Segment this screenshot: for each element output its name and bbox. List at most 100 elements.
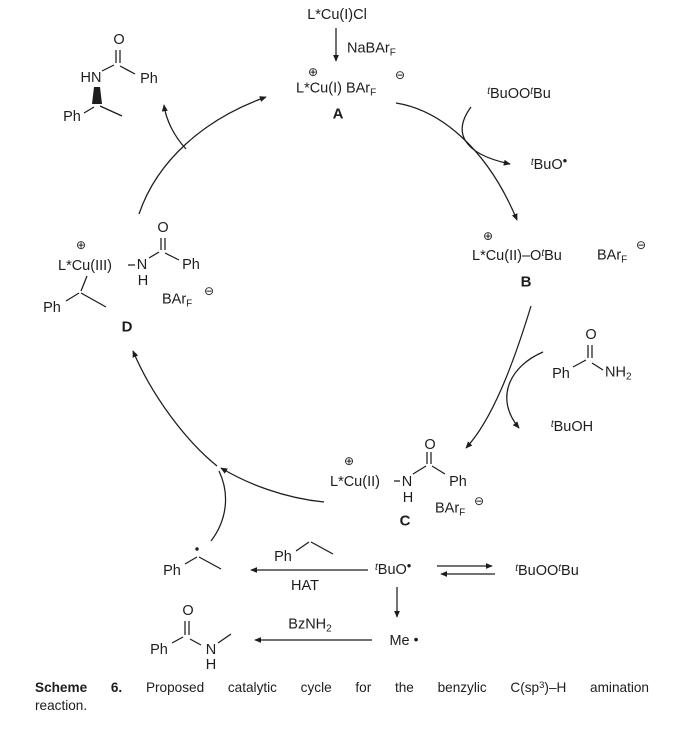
plus-charge-icon: ⊕ [75,238,87,252]
product-acyl-phenyl: Ph [140,70,158,87]
plus-charge-icon: ⊕ [482,229,494,243]
species-c-nh-hydrogen: H [402,489,414,506]
arrow-d-to-a [138,96,267,215]
ethylbenzene-phenyl: Ph [274,548,292,565]
product-amide-nh: HN [80,69,102,86]
bond [572,359,587,368]
species-c-oxygen: O [424,436,436,453]
bond [65,292,80,302]
species-a-tag: A [332,105,344,123]
reaction-arrows [132,28,544,643]
minus-charge-icon: ⊖ [473,494,485,508]
anion-main: BAr [597,247,622,264]
sup-t: t [375,561,378,573]
peroxide-top-label: tBuOOtBu [487,85,551,102]
n-methylbenzamide-structure-bonds [171,621,232,646]
product-oxygen: O [113,31,125,48]
amine-main: NH [605,364,626,381]
benzamide-oxygen: O [585,326,597,343]
butoxyl-bottom-label: tBuO• [375,559,411,578]
bond [101,64,115,72]
amine-sub: 2 [625,371,632,383]
nmb-oxygen: O [182,602,194,619]
peroxide-main: BuOO [517,562,559,579]
peroxide-main2: Bu [561,562,579,579]
sup-t: t [530,156,534,168]
sup-t: t [515,562,518,574]
caption-text2: )–H amination [544,680,649,695]
curve-radical-merge [210,470,227,542]
bond [164,252,180,261]
peroxide-bottom-label: tBuOOtBu [515,562,579,579]
benzylic-radical-phenyl: Ph [163,562,181,579]
species-b-formula: L*Cu(II)–OtBu [472,247,562,264]
plus-charge-icon: ⊕ [307,65,319,79]
species-c-anion: BArF [435,500,466,519]
bond [198,556,222,570]
species-b-anion: BArF [597,247,628,266]
nmb-phenyl: Ph [150,641,168,658]
activator-label: NaBArF [347,41,396,59]
benzylic-radical-structure-bonds [184,547,222,570]
minus-charge-icon: ⊖ [203,284,215,298]
butanol-label: tBuOH [551,418,594,435]
anion-sub: F [621,254,628,266]
species-b-butyl: Bu [544,247,562,264]
bznh2-sub: 2 [326,623,332,635]
figure-caption: Scheme 6. Proposed catalytic cycle for t… [35,680,649,713]
butanol-main: BuOH [553,418,594,435]
species-a-sub: F [370,87,377,99]
butoxyl-top-label: tBuO• [531,154,567,173]
sup-t: t [487,85,490,97]
caption-line1: Scheme 6. Proposed catalytic cycle for t… [35,680,649,695]
sup-t: t [541,247,545,259]
minus-charge-icon: ⊖ [394,68,406,82]
bond [148,251,160,259]
species-c-formula: L*Cu(II) [330,473,380,490]
species-d-anion: BArF [162,292,193,310]
bond [171,636,184,644]
peroxide-main2: Bu [533,85,551,102]
species-d-acyl-phenyl: Ph [182,256,200,273]
anion-main: BAr [435,500,460,517]
stereo-wedge-bond [92,87,102,104]
precursor-formula: L*Cu(I)Cl [307,6,367,23]
species-a-main: L*Cu(I) BAr [296,80,371,97]
anion-sub: F [186,298,193,310]
bond [591,362,604,371]
bond [99,105,123,117]
species-c-nitrogen: N [401,473,413,490]
species-a-formula: L*Cu(I) BArF [296,80,377,99]
plus-charge-icon: ⊕ [343,454,355,468]
hat-label: HAT [291,577,319,594]
species-c-phenyl: Ph [449,473,467,490]
species-d-alkyl-phenyl: Ph [43,299,61,316]
benzamide-structure-bonds [572,345,604,371]
butoxyl-main: BuO [533,156,563,173]
species-b-main: L*Cu(II) [472,247,522,264]
ethylbenzene-structure-bonds [295,541,334,555]
cu-o-bond-text: –O [521,247,542,264]
methyl-main: Me [389,632,410,649]
caption-sup: 3 [539,680,545,691]
caption-line2: reaction. [35,698,88,713]
species-d-structure-bonds [65,238,180,308]
anion-sub: F [459,507,466,519]
caption-scheme-number: Scheme 6. [35,680,123,695]
peroxide-main: BuOO [489,85,531,102]
arrow-a-to-b [395,102,518,221]
radical-dot [195,547,199,551]
bond [189,638,202,646]
bond [80,292,107,308]
minus-charge-icon: ⊖ [635,238,647,252]
bond [119,65,136,75]
arrow-peroxide-in-butoxyl-out [461,106,511,166]
bond [80,275,88,292]
arrow-b-to-c [465,305,532,449]
bond [412,465,427,475]
bznh2-main: BzNH [288,616,327,633]
species-c-structure-bonds [394,452,446,482]
benzamide-amine: NH2 [605,364,632,383]
radical-dot: • [562,152,568,168]
